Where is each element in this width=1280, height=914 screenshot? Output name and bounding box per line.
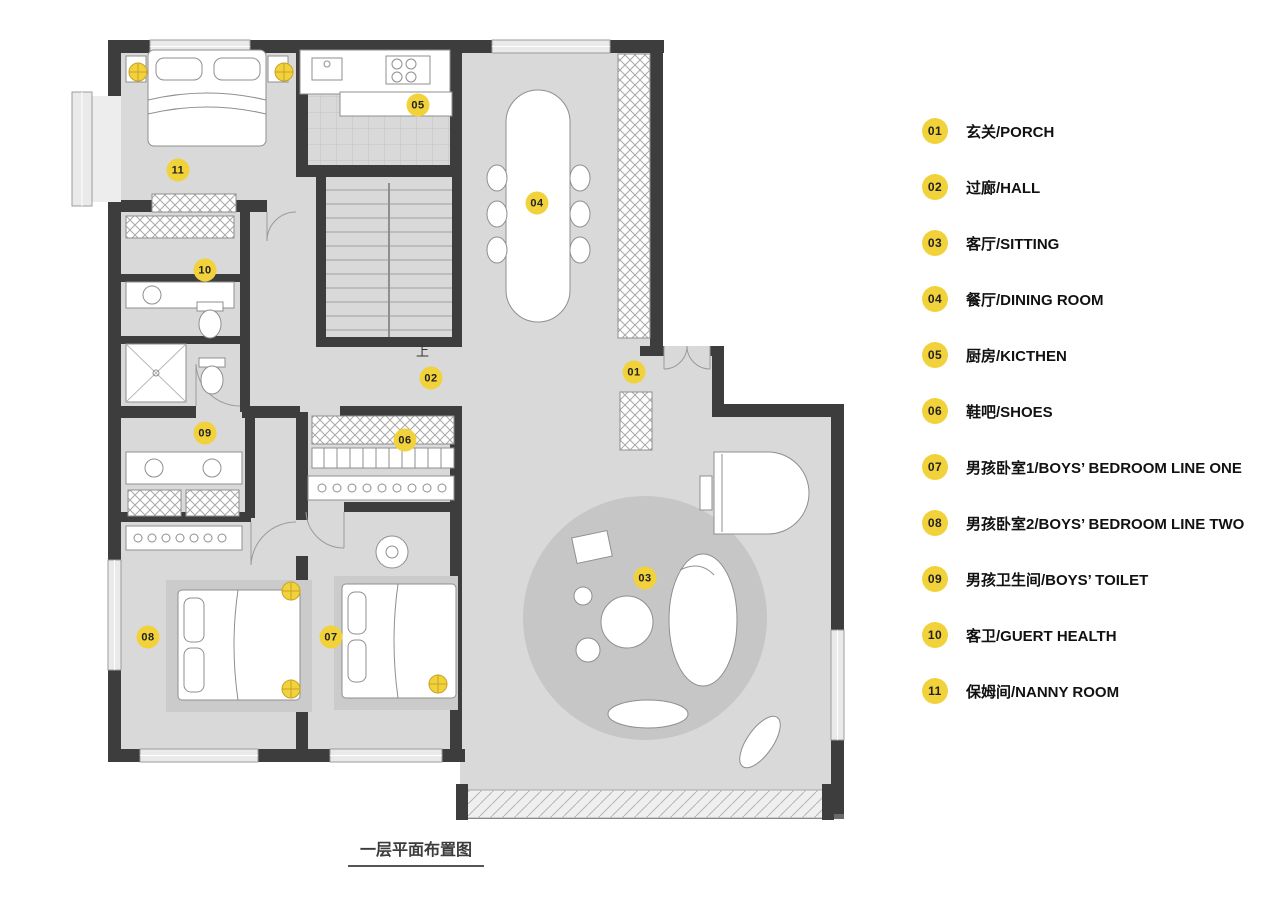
ceiling-light <box>128 62 148 82</box>
legend-label: 客卫/GUERT HEALTH <box>966 627 1117 645</box>
legend-number-badge: 11 <box>922 678 948 704</box>
legend-number-badge: 03 <box>922 230 948 256</box>
plan-room-badge: 05 <box>406 93 430 117</box>
plan-caption: 一层平面布置图 <box>348 836 484 867</box>
plan-room-badge: 11 <box>166 158 190 182</box>
legend-number-badge: 06 <box>922 398 948 424</box>
sofa <box>668 553 738 687</box>
plan-room-badge: 03 <box>633 566 657 590</box>
legend-number-badge: 10 <box>922 622 948 648</box>
toilet <box>198 357 226 395</box>
legend-item: 06 鞋吧/SHOES <box>922 398 1278 424</box>
chaise <box>739 715 781 769</box>
bay-window <box>71 91 121 207</box>
legend-label: 男孩卧室2/BOYS’ BEDROOM LINE TWO <box>966 515 1245 533</box>
legend-label: 男孩卫生间/BOYS’ TOILET <box>966 571 1149 589</box>
side-mat <box>571 529 613 565</box>
legend-number-badge: 07 <box>922 454 948 480</box>
plan-room-badge: 10 <box>193 258 217 282</box>
dresser-room-11 <box>151 193 237 213</box>
legend-label: 厨房/KICTHEN <box>966 347 1067 365</box>
porch-shoe-cabinet <box>619 391 653 451</box>
wardrobe-07 <box>307 475 455 501</box>
legend-item: 04 餐厅/DINING ROOM <box>922 286 1278 312</box>
living-room-set <box>523 451 810 769</box>
bed-room-11 <box>125 49 289 147</box>
legend-item: 05 厨房/KICTHEN <box>922 342 1278 368</box>
legend-label: 鞋吧/SHOES <box>966 403 1053 421</box>
legend-item: 11 保姆间/NANNY ROOM <box>922 678 1278 704</box>
wardrobe-08 <box>125 525 243 551</box>
floor-plan: 上 <box>71 39 845 820</box>
shoe-cabinet-06 <box>311 415 455 445</box>
legend-number-badge: 09 <box>922 566 948 592</box>
piano-bench <box>699 475 713 511</box>
legend-label: 客厅/SITTING <box>966 235 1060 253</box>
ceiling-light <box>428 674 448 694</box>
legend-label: 玄关/PORCH <box>966 123 1055 141</box>
legend-item: 09 男孩卫生间/BOYS’ TOILET <box>922 566 1278 592</box>
door-bedroom-08 <box>250 521 297 566</box>
plan-room-badge: 06 <box>393 428 417 452</box>
legend-item: 10 客卫/GUERT HEALTH <box>922 622 1278 648</box>
legend-item: 02 过廊/HALL <box>922 174 1278 200</box>
legend-number-badge: 04 <box>922 286 948 312</box>
floor-cushion <box>607 699 689 729</box>
laundry-units <box>127 489 240 517</box>
ceiling-light <box>281 679 301 699</box>
plan-room-badge: 08 <box>136 625 160 649</box>
vanity-09 <box>125 451 243 485</box>
legend: 01 玄关/PORCH 02 过廊/HALL 03 客厅/SITTING 04 … <box>922 118 1278 734</box>
plan-room-badge: 04 <box>525 191 549 215</box>
shoe-bench-06 <box>311 447 455 469</box>
door-room-11 <box>266 211 297 242</box>
ceiling-light <box>281 581 301 601</box>
dining-cabinet-column <box>617 53 651 339</box>
legend-label: 保姆间/NANNY ROOM <box>966 683 1120 701</box>
legend-number-badge: 01 <box>922 118 948 144</box>
plan-room-badge: 07 <box>319 625 343 649</box>
kitchen-counter <box>299 49 453 117</box>
balcony <box>456 784 834 820</box>
hall-cabinet-10 <box>125 215 235 239</box>
legend-number-badge: 05 <box>922 342 948 368</box>
ceiling-light <box>274 62 294 82</box>
plan-room-badge: 02 <box>419 366 443 390</box>
furniture <box>125 49 810 769</box>
plan-room-badge: 01 <box>622 360 646 384</box>
shower-09 <box>125 343 187 403</box>
plan-room-badge: 09 <box>193 421 217 445</box>
legend-label: 男孩卧室1/BOYS’ BEDROOM LINE ONE <box>966 459 1242 477</box>
grand-piano <box>713 451 810 535</box>
stairs-up-label: 上 <box>416 344 429 359</box>
legend-item: 03 客厅/SITTING <box>922 230 1278 256</box>
toilet <box>196 301 224 339</box>
legend-label: 餐厅/DINING ROOM <box>966 291 1104 309</box>
stairs <box>326 183 452 337</box>
cabinets <box>125 53 653 451</box>
legend-item: 08 男孩卧室2/BOYS’ BEDROOM LINE TWO <box>922 510 1278 536</box>
coffee-table <box>600 595 654 649</box>
door-bedroom-07 <box>305 511 345 549</box>
entry-double-door <box>663 345 711 370</box>
legend-item: 01 玄关/PORCH <box>922 118 1278 144</box>
legend-number-badge: 08 <box>922 510 948 536</box>
legend-label: 过廊/HALL <box>966 179 1041 197</box>
legend-number-badge: 02 <box>922 174 948 200</box>
legend-item: 07 男孩卧室1/BOYS’ BEDROOM LINE ONE <box>922 454 1278 480</box>
windows <box>71 39 845 763</box>
